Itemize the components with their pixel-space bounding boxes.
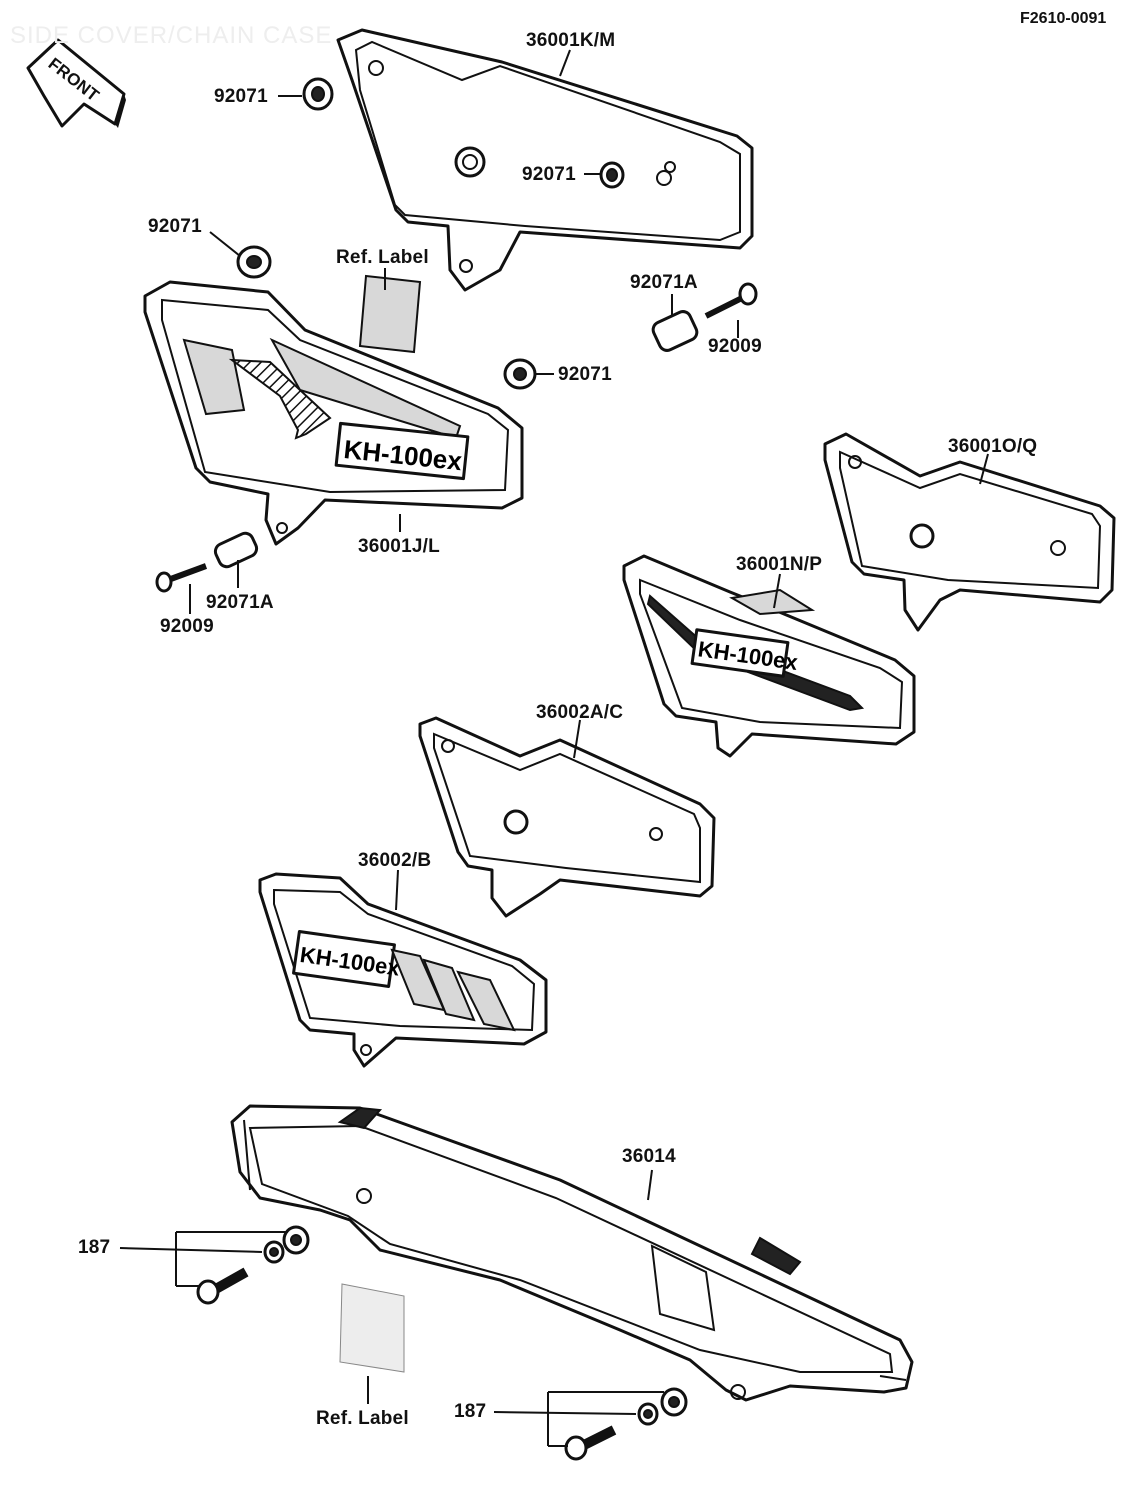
diagram-code: F2610-0091 [1020,10,1107,27]
label-92071a-upper: 92071A [630,272,698,293]
label-ref-top: Ref. Label [336,247,429,268]
front-arrow-icon [26,38,126,128]
label-92009-lower: 92009 [160,616,214,637]
side-cover-36001jl: KH-100ex [143,280,524,546]
label-36001oq: 36001O/Q [948,436,1038,457]
ref-label-top [358,274,422,354]
label-92071-top: 92071 [214,86,268,107]
grommet-92071-top [302,77,334,111]
grommet-92071-left [236,245,272,279]
label-36001np: 36001N/P [736,554,823,575]
diagram-watermark: SIDE COVER/CHAIN CASE [10,22,333,49]
fastener-187-upper [196,1225,310,1305]
ref-label-bottom [339,1283,405,1373]
side-cover-36002b: KH-100ex [258,872,548,1068]
chain-case-36014 [230,1104,914,1402]
label-36002ac: 36002A/C [536,702,624,723]
side-cover-36002ac [418,716,716,918]
collar-92071a-lower [213,531,259,569]
label-ref-bottom: Ref. Label [316,1408,409,1429]
label-36002b: 36002/B [358,850,432,871]
label-92009-upper: 92009 [708,336,762,357]
bolt-92009-lower [155,563,208,593]
label-36001jl: 36001J/L [358,536,440,557]
label-92071-mid: 92071 [522,164,576,185]
label-187-lower: 187 [454,1401,487,1422]
side-cover-36001km [336,28,754,292]
label-92071a-lower: 92071A [206,592,274,613]
label-92071-left: 92071 [148,216,202,237]
bolt-92009-upper [704,282,758,319]
leader-lines [119,49,989,1447]
label-187-upper: 187 [78,1237,111,1258]
grommet-92071-mid [599,161,625,189]
side-cover-36001np: KH-100ex [622,554,916,758]
fastener-187-lower [564,1387,688,1461]
label-92071-right: 92071 [558,364,612,385]
grommet-92071-right [503,358,537,390]
label-36014: 36014 [622,1146,676,1167]
label-36001km: 36001K/M [526,30,616,51]
collar-92071a-upper [651,310,699,352]
side-cover-36001oq [823,432,1116,632]
